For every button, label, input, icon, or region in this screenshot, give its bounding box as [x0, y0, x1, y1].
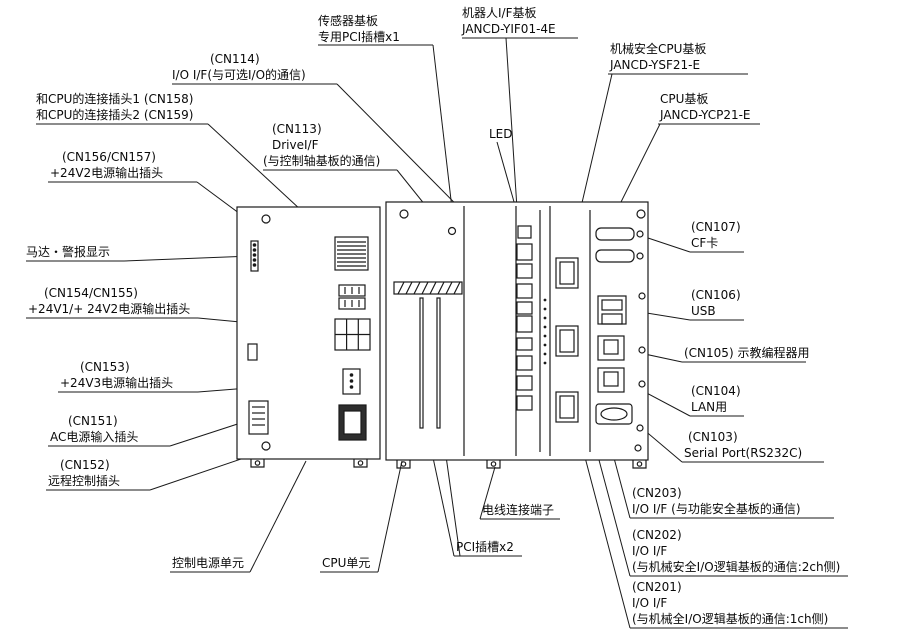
label-cpu-connect-plugs: 和CPU的连接插头1 (CN158) 和CPU的连接插头2 (CN159): [36, 92, 194, 122]
pendant-port: [597, 335, 625, 361]
label-control-power-unit: 控制电源单元: [172, 556, 245, 570]
pci-slot-2: [436, 297, 441, 429]
pci-slot-bay: [393, 281, 463, 429]
label-cn113: (CN113) DriveI/F (与控制轴基板的通信): [263, 122, 381, 168]
cn203-connector: [555, 257, 579, 289]
serial-port: [595, 403, 633, 425]
label-cn203: (CN203) I/O I/F (与功能安全基板的通信): [632, 486, 801, 516]
label-robot-if-board: 机器人I/F基板 JANCD-YIF01-4E: [462, 6, 556, 36]
board-connector-column: [516, 225, 533, 411]
label-cn106: (CN106) USB: [691, 288, 741, 318]
label-cn107: (CN107) CF卡: [691, 220, 741, 250]
safety-io-connectors: [555, 257, 579, 423]
cn152-remote-connector: [338, 404, 367, 441]
cn202-connector: [555, 325, 579, 357]
label-cn104: (CN104) LAN用: [691, 384, 741, 414]
label-cpu-unit: CPU单元: [322, 556, 371, 570]
label-cn152: (CN152) 远程控制插头: [48, 458, 121, 488]
label-cn154-cn155: (CN154/CN155) +24V1/+ 24V2电源输出插头: [28, 286, 191, 316]
status-led-column: [543, 298, 547, 365]
label-cn202: (CN202) I/O I/F (与机械安全I/O逻辑基板的通信:2ch侧): [632, 528, 841, 574]
label-pci-slots: PCI插槽x2: [456, 540, 514, 554]
lan-port: [597, 367, 625, 393]
label-cn114: (CN114) I/O I/F(与可选I/O的通信): [172, 52, 306, 82]
label-motor-alarm-display: 马达・警报显示: [26, 245, 111, 259]
label-cn151: (CN151) AC电源输入插头: [50, 414, 139, 444]
led-block: [517, 225, 532, 239]
label-cn201: (CN201) I/O I/F (与机械全I/O逻辑基板的通信:1ch侧): [632, 580, 829, 626]
cn158-cn159-connector: [334, 236, 369, 271]
motor-alarm-display: [250, 240, 259, 272]
label-sensor-pci-slot: 传感器基板 专用PCI插槽x1: [318, 14, 400, 44]
wire-terminal-screw: [490, 461, 497, 467]
label-led: LED: [489, 127, 513, 141]
cf-card-slot-2: [595, 249, 635, 263]
label-safety-cpu-board: 机械安全CPU基板 JANCD-YSF21-E: [610, 42, 707, 72]
pci-slot-1: [419, 297, 424, 429]
control-power-unit-drawing: [236, 206, 381, 468]
label-cpu-board: CPU基板 JANCD-YCP21-E: [660, 92, 751, 122]
cn156-cn157-connector: [338, 284, 366, 310]
cn201-connector: [555, 391, 579, 423]
label-wire-terminal: 电线连接端子: [482, 503, 555, 517]
label-cn103: (CN103) Serial Port(RS232C): [684, 430, 803, 460]
cn153-connector: [342, 368, 361, 395]
cn151-ac-inlet: [248, 400, 269, 435]
label-cn156-cn157: (CN156/CN157) +24V2电源输出插头: [50, 150, 164, 180]
cf-card-slot-1: [595, 227, 635, 241]
cn154-cn155-connector: [334, 318, 371, 351]
cn114-connector: [516, 263, 533, 279]
label-cn105: (CN105) 示教编程器用: [684, 346, 810, 360]
label-cn153: (CN153) +24V3电源输出插头: [60, 360, 174, 390]
io-panel-column: [595, 227, 646, 452]
cpu-unit-drawing: [385, 201, 649, 469]
cn113-connector: [516, 315, 533, 333]
